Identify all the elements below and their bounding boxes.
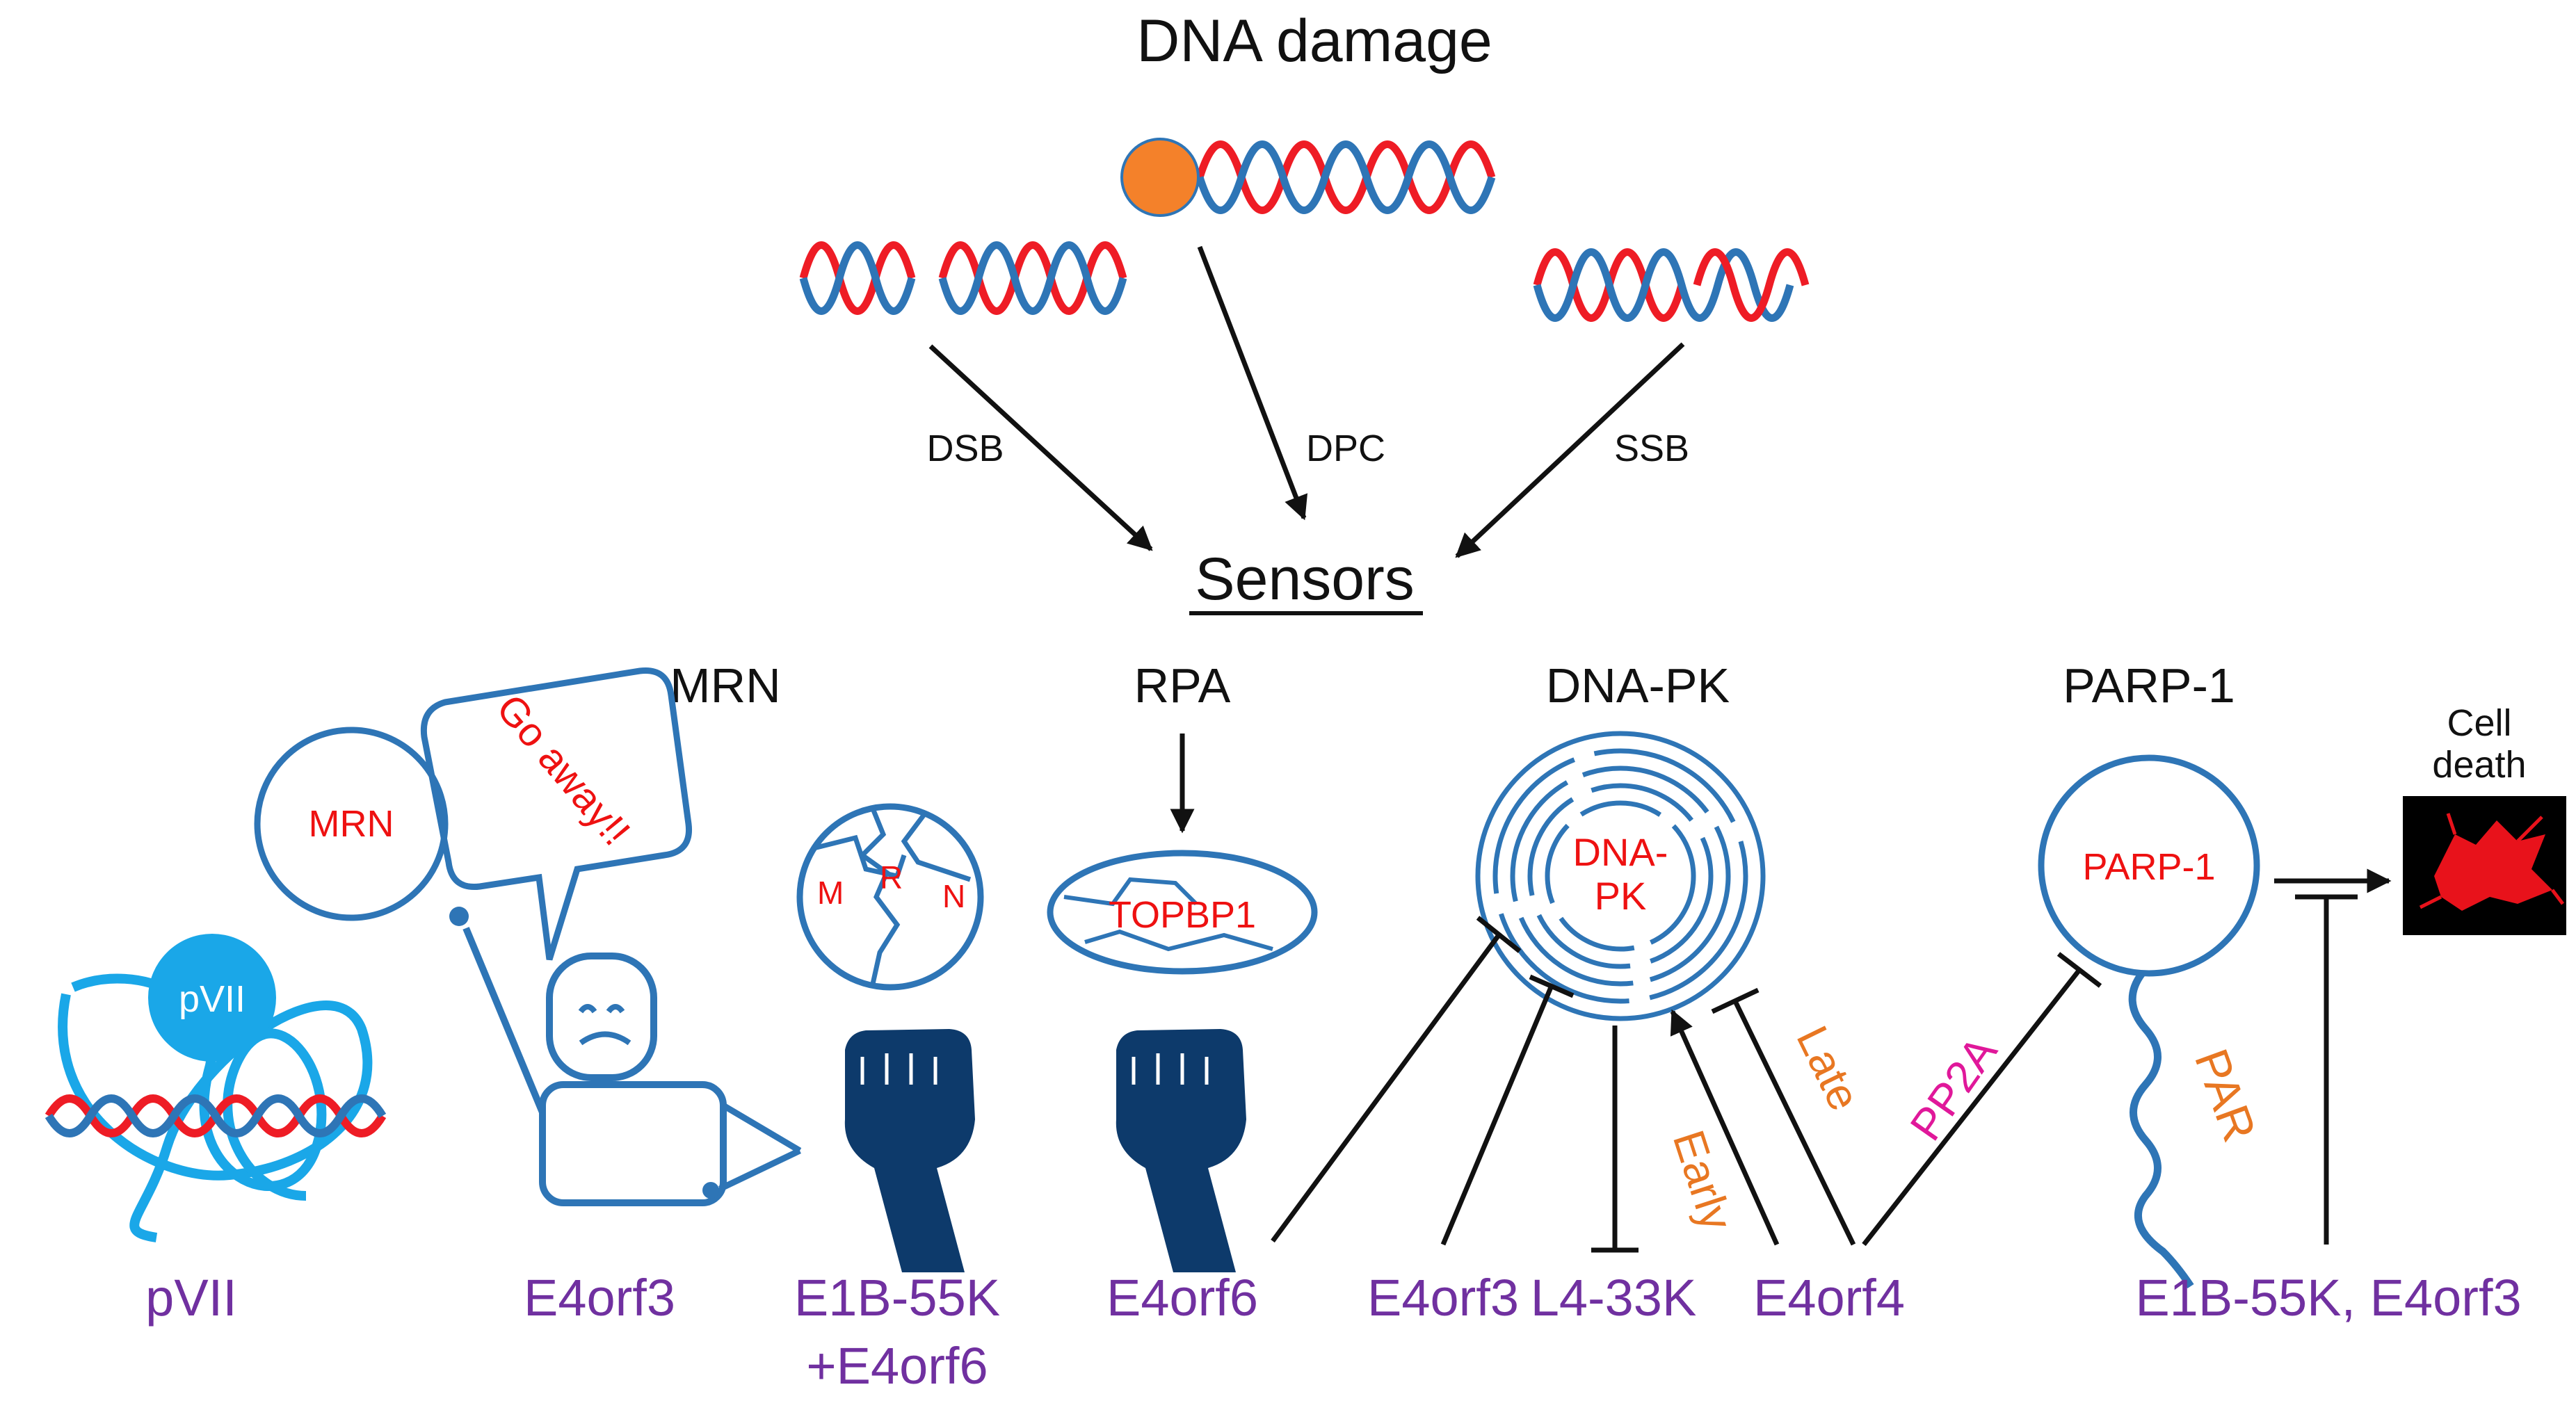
dpc-label: DPC (1306, 428, 1385, 469)
e4orf4-activates-dnapk (1670, 1009, 1780, 1246)
pvii-chromatin: pVII (45, 934, 387, 1242)
diagram-title: DNA damage (1136, 8, 1492, 74)
broken-mrn-sphere: M R N (796, 803, 984, 991)
speech-bubble-text: Go away!! (488, 686, 639, 854)
ssb-helix (1533, 248, 1810, 322)
par-label: PAR (2184, 1042, 2267, 1149)
late-label: Late (1787, 1019, 1869, 1119)
dnapk-inner-line2: PK (1595, 874, 1647, 918)
n-label: N (942, 878, 965, 914)
dpc-helix (1120, 138, 1496, 217)
parp1-circle-label: PARP-1 (2082, 846, 2215, 888)
dnapk-inner-line1: DNA- (1573, 830, 1668, 874)
r-label: R (880, 859, 903, 896)
cell-death-image (2403, 796, 2566, 935)
dpc-arrow (1197, 245, 1308, 521)
ssb-arrow (1455, 342, 1685, 558)
label-l4-33k: L4-33K (1531, 1269, 1697, 1327)
dsb-helix (799, 241, 1127, 315)
pp2a-label: PP2A (1900, 1027, 2006, 1149)
ssb-label: SSB (1614, 428, 1689, 469)
sensor-rpa: RPA (1134, 658, 1231, 713)
fist-icon-rpa (1116, 1029, 1246, 1272)
parp1-circle: PARP-1 (2038, 754, 2260, 1289)
cell-death-line1: Cell (2447, 702, 2511, 744)
pvii-ball-label: pVII (179, 978, 245, 1020)
sensor-dnapk: DNA-PK (1546, 658, 1730, 713)
topbp1-ellipse: TOPBP1 (1047, 850, 1318, 975)
topbp1-label: TOPBP1 (1109, 894, 1256, 936)
label-e4orf3-mrn: E4orf3 (524, 1269, 675, 1327)
label-e1b55k-line2: +E4orf6 (806, 1337, 988, 1395)
m-label: M (817, 875, 844, 911)
pvii-ball (148, 934, 276, 1062)
e4orf3-inhibits-dnapk (1440, 986, 1554, 1246)
sensors-heading: Sensors (1195, 546, 1415, 613)
label-pvii: pVII (145, 1269, 237, 1327)
label-e1b55k-line1: E1B-55K (794, 1269, 1000, 1327)
mrn-circle-label: MRN (309, 803, 394, 845)
label-e1b55k-e4orf3: E1B-55K, E4orf3 (2135, 1269, 2521, 1327)
e4orf4-inhibits-dnapk (1732, 1000, 1856, 1246)
dsb-arrow (928, 344, 1153, 551)
sensor-mrn: MRN (670, 658, 780, 713)
protein-adduct-icon (1120, 138, 1200, 217)
label-e4orf3-dnapk: E4orf3 (1367, 1269, 1519, 1327)
label-e4orf6: E4orf6 (1106, 1269, 1258, 1327)
e4orf4-inhibits-parp1 (1862, 968, 2082, 1247)
dsb-label: DSB (926, 428, 1004, 469)
label-e4orf4: E4orf4 (1753, 1269, 1905, 1327)
cell-death-line2: death (2432, 744, 2526, 786)
e4orf6-inhibits-dnapk (1271, 933, 1501, 1243)
dnapk-maze: DNA- PK (1475, 731, 1766, 1021)
fist-icon (844, 1029, 975, 1272)
sensor-parp1: PARP-1 (2063, 658, 2235, 713)
